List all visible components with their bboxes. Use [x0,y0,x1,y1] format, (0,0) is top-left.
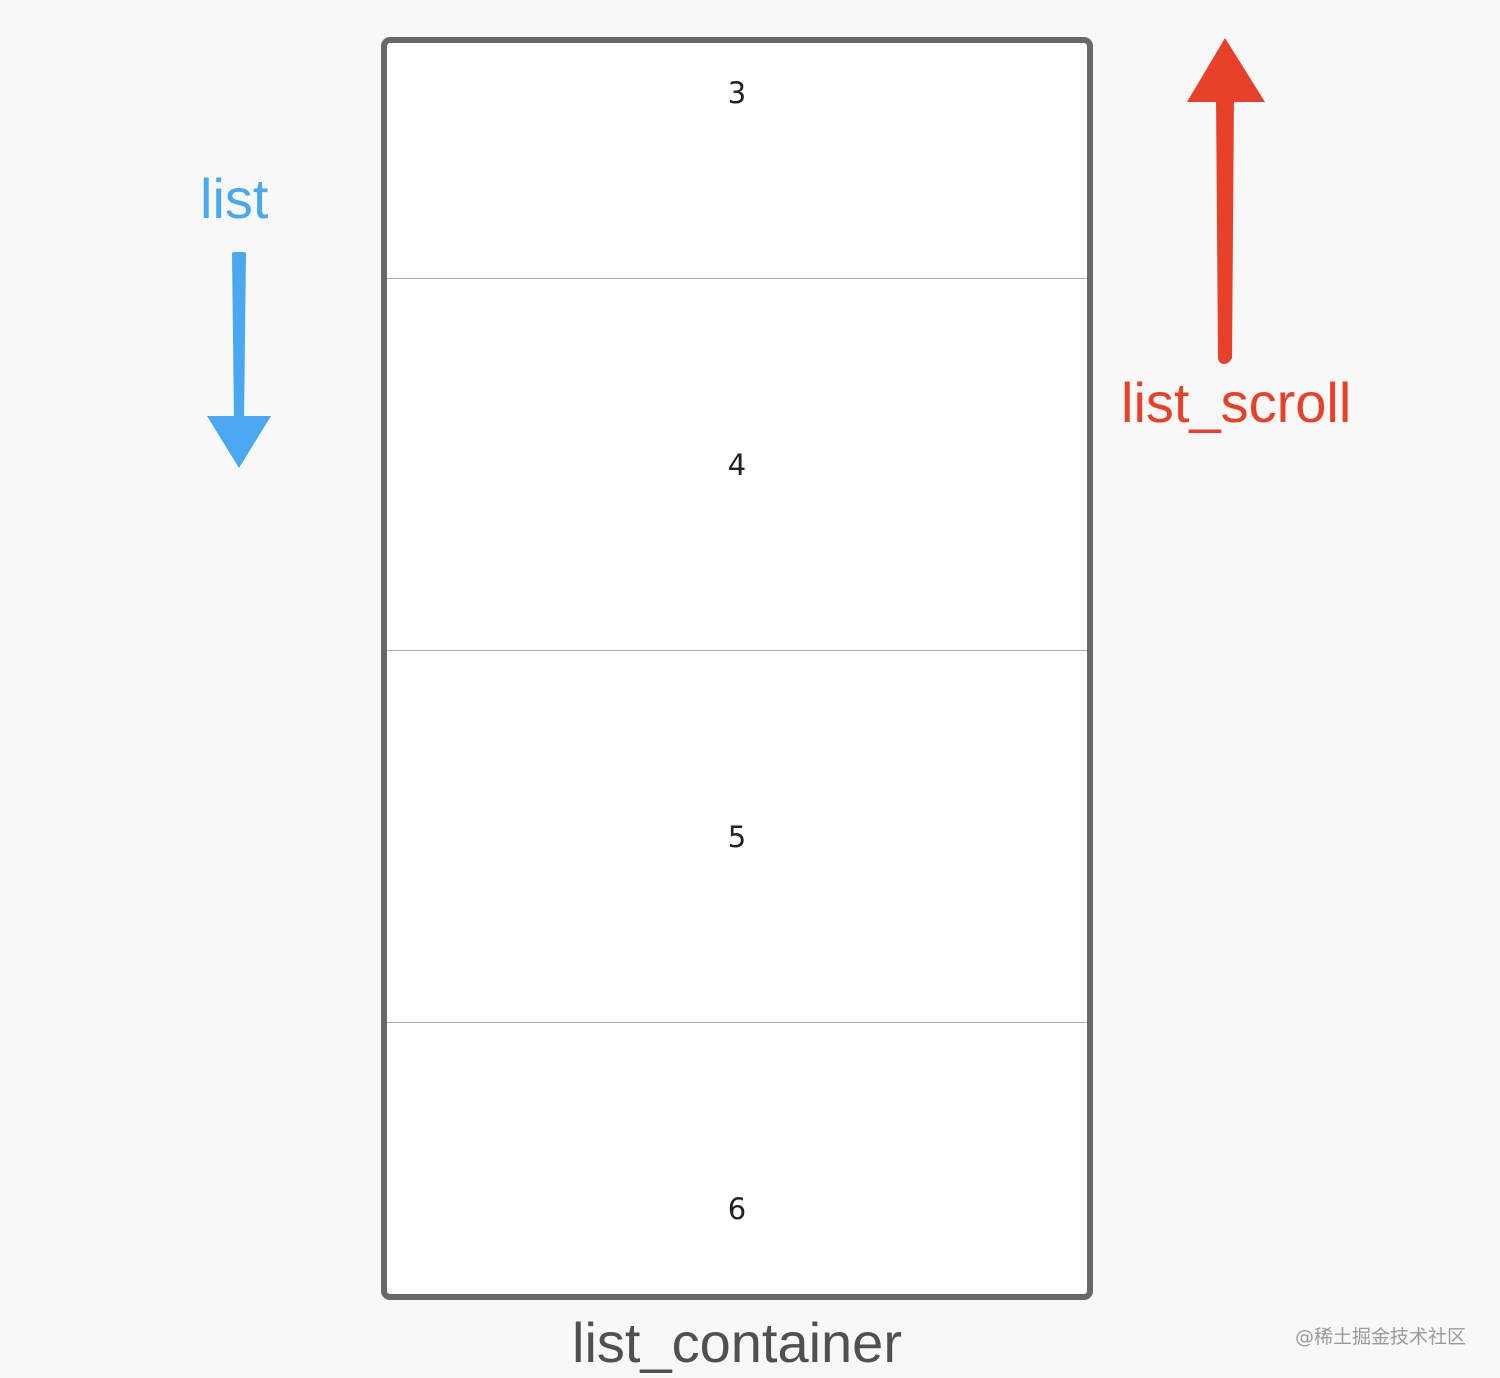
list-item: 5 [387,651,1087,1023]
list-item: 3 [387,43,1087,279]
list-item-label: 5 [727,819,747,854]
list-item: 6 [387,1023,1087,1294]
arrow-down-icon [207,252,271,468]
list[interactable]: 3 4 5 6 [387,43,1087,1294]
arrow-up-icon [1187,38,1265,364]
list-item-label: 4 [727,447,747,482]
list-scroll-label: list_scroll [1121,371,1352,434]
watermark: @稀土掘金技术社区 [1294,1326,1466,1348]
list-label: list [200,167,269,230]
list-container-label: list_container [572,1311,902,1374]
list-container[interactable]: 3 4 5 6 [381,37,1093,1300]
list-item-label: 6 [727,1191,747,1226]
list-item-label: 3 [727,75,747,110]
list-item: 4 [387,279,1087,651]
